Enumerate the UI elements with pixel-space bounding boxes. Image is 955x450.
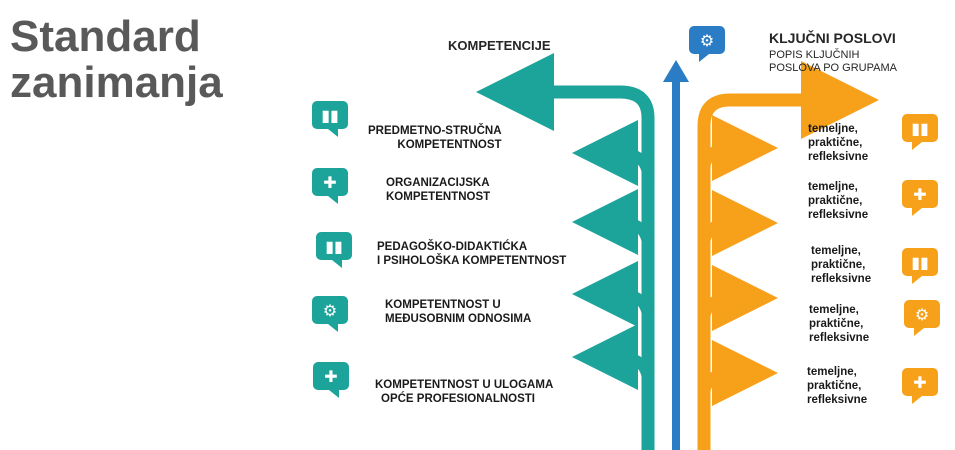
orange-main-arrow — [697, 61, 879, 450]
teal-branch-2 — [572, 189, 654, 255]
task-group-3-line-1: temeljne, — [811, 245, 861, 257]
task-group-2-line-3: refleksivne — [808, 209, 869, 221]
puzzle-icon: ✚ — [324, 366, 338, 386]
key-tasks-subtitle-line-1: POPIS KLJUČNIH — [769, 49, 860, 61]
page-title: Standard zanimanja — [10, 14, 223, 106]
task-group-4-line-1: temeljne, — [809, 304, 859, 316]
competency-4-label: KOMPETENTNOST U MEĐUSOBNIM ODNOSIMA — [385, 298, 531, 326]
competency-5-line-1: KOMPETENTNOST U ULOGAMA — [375, 379, 554, 391]
competencies-header: KOMPETENCIJE — [448, 38, 551, 53]
task-group-3-line-3: refleksivne — [811, 273, 872, 285]
task-group-5-line-1: temeljne, — [807, 366, 857, 378]
task-group-2-line-2: praktične, — [808, 195, 863, 207]
task-group-1-line-1: temeljne, — [808, 123, 858, 135]
puzzle-icon: ✚ — [913, 372, 927, 392]
competency-2-label: ORGANIZACIJSKA KOMPETENTNOST — [386, 176, 490, 204]
task-group-1-label: temeljne, praktične, refleksivne — [808, 122, 868, 164]
competency-1-label: PREDMETNO-STRUČNA KOMPETENTNOST — [368, 124, 502, 152]
competency-4-line-1: KOMPETENTNOST U — [385, 299, 501, 311]
book-icon: ▮▮ — [321, 105, 339, 125]
title-line-1: Standard — [10, 12, 201, 61]
task-group-4-line-3: refleksivne — [809, 332, 870, 344]
competency-3-badge: ▮▮ — [316, 232, 352, 268]
orange-branch-2 — [698, 190, 778, 256]
competency-4-badge: ⚙ — [312, 296, 348, 332]
book-icon: ▮▮ — [911, 118, 929, 138]
teal-main-arrow — [476, 53, 655, 450]
task-group-3-badge: ▮▮ — [902, 248, 938, 284]
task-group-2-badge: ✚ — [902, 180, 938, 216]
key-tasks-subtitle-line-2: POSLOVA PO GRUPAMA — [769, 62, 897, 74]
key-tasks-gear-icon: ⚙ — [689, 26, 725, 62]
task-group-2-label: temeljne, praktične, refleksivne — [808, 180, 868, 222]
task-group-1-line-3: refleksivne — [808, 151, 869, 163]
task-group-5-line-3: refleksivne — [807, 394, 868, 406]
task-group-3-line-2: praktične, — [811, 259, 866, 271]
orange-branch-3 — [698, 265, 778, 331]
competency-5-line-2: OPĆE PROFESIONALNOSTI — [381, 393, 535, 405]
competency-5-badge: ✚ — [313, 362, 349, 398]
task-group-4-badge: ⚙ — [904, 300, 940, 336]
competency-5-label: KOMPETENTNOST U ULOGAMA OPĆE PROFESIONAL… — [375, 378, 553, 406]
teal-branch-3 — [572, 261, 654, 327]
book-icon: ▮▮ — [325, 236, 343, 256]
competency-3-line-2: I PSIHOLOŠKA KOMPETENTNOST — [377, 255, 567, 267]
teal-branch-1 — [572, 120, 654, 186]
task-group-2-line-1: temeljne, — [808, 181, 858, 193]
task-group-5-label: temeljne, praktične, refleksivne — [807, 365, 867, 407]
task-group-1-badge: ▮▮ — [902, 114, 938, 150]
competency-2-badge: ✚ — [312, 168, 348, 204]
gear-icon: ⚙ — [699, 30, 715, 50]
book-icon: ▮▮ — [911, 252, 929, 272]
task-group-5-line-2: praktične, — [807, 380, 862, 392]
competency-2-line-2: KOMPETENTNOST — [386, 191, 491, 203]
task-group-4-label: temeljne, praktične, refleksivne — [809, 303, 869, 345]
title-line-2: zanimanja — [10, 58, 223, 107]
orange-branch-4 — [698, 340, 778, 406]
blue-arrow-head — [663, 60, 689, 82]
puzzle-icon: ✚ — [913, 184, 927, 204]
teal-branch-4 — [572, 324, 654, 390]
gear-icon: ⚙ — [322, 300, 338, 320]
orange-branch-1 — [698, 115, 778, 181]
task-group-1-line-2: praktične, — [808, 137, 863, 149]
key-tasks-header: KLJUČNI POSLOVI — [769, 30, 896, 46]
task-group-4-line-2: praktične, — [809, 318, 864, 330]
competency-3-label: PEDAGOŠKO-DIDAKTIĆKA I PSIHOLOŠKA KOMPET… — [377, 240, 566, 268]
competency-4-line-2: MEĐUSOBNIM ODNOSIMA — [385, 313, 532, 325]
puzzle-icon: ✚ — [323, 172, 337, 192]
key-tasks-subtitle: POPIS KLJUČNIH POSLOVA PO GRUPAMA — [769, 49, 897, 75]
task-group-5-badge: ✚ — [902, 368, 938, 404]
gear-icon: ⚙ — [914, 304, 930, 324]
competency-1-line-2: KOMPETENTNOST — [397, 139, 502, 151]
competency-1-line-1: PREDMETNO-STRUČNA — [368, 125, 502, 137]
competency-1-badge: ▮▮ — [312, 101, 348, 137]
competency-3-line-1: PEDAGOŠKO-DIDAKTIĆKA — [377, 241, 528, 253]
task-group-3-label: temeljne, praktične, refleksivne — [811, 244, 871, 286]
competency-2-line-1: ORGANIZACIJSKA — [386, 177, 490, 189]
